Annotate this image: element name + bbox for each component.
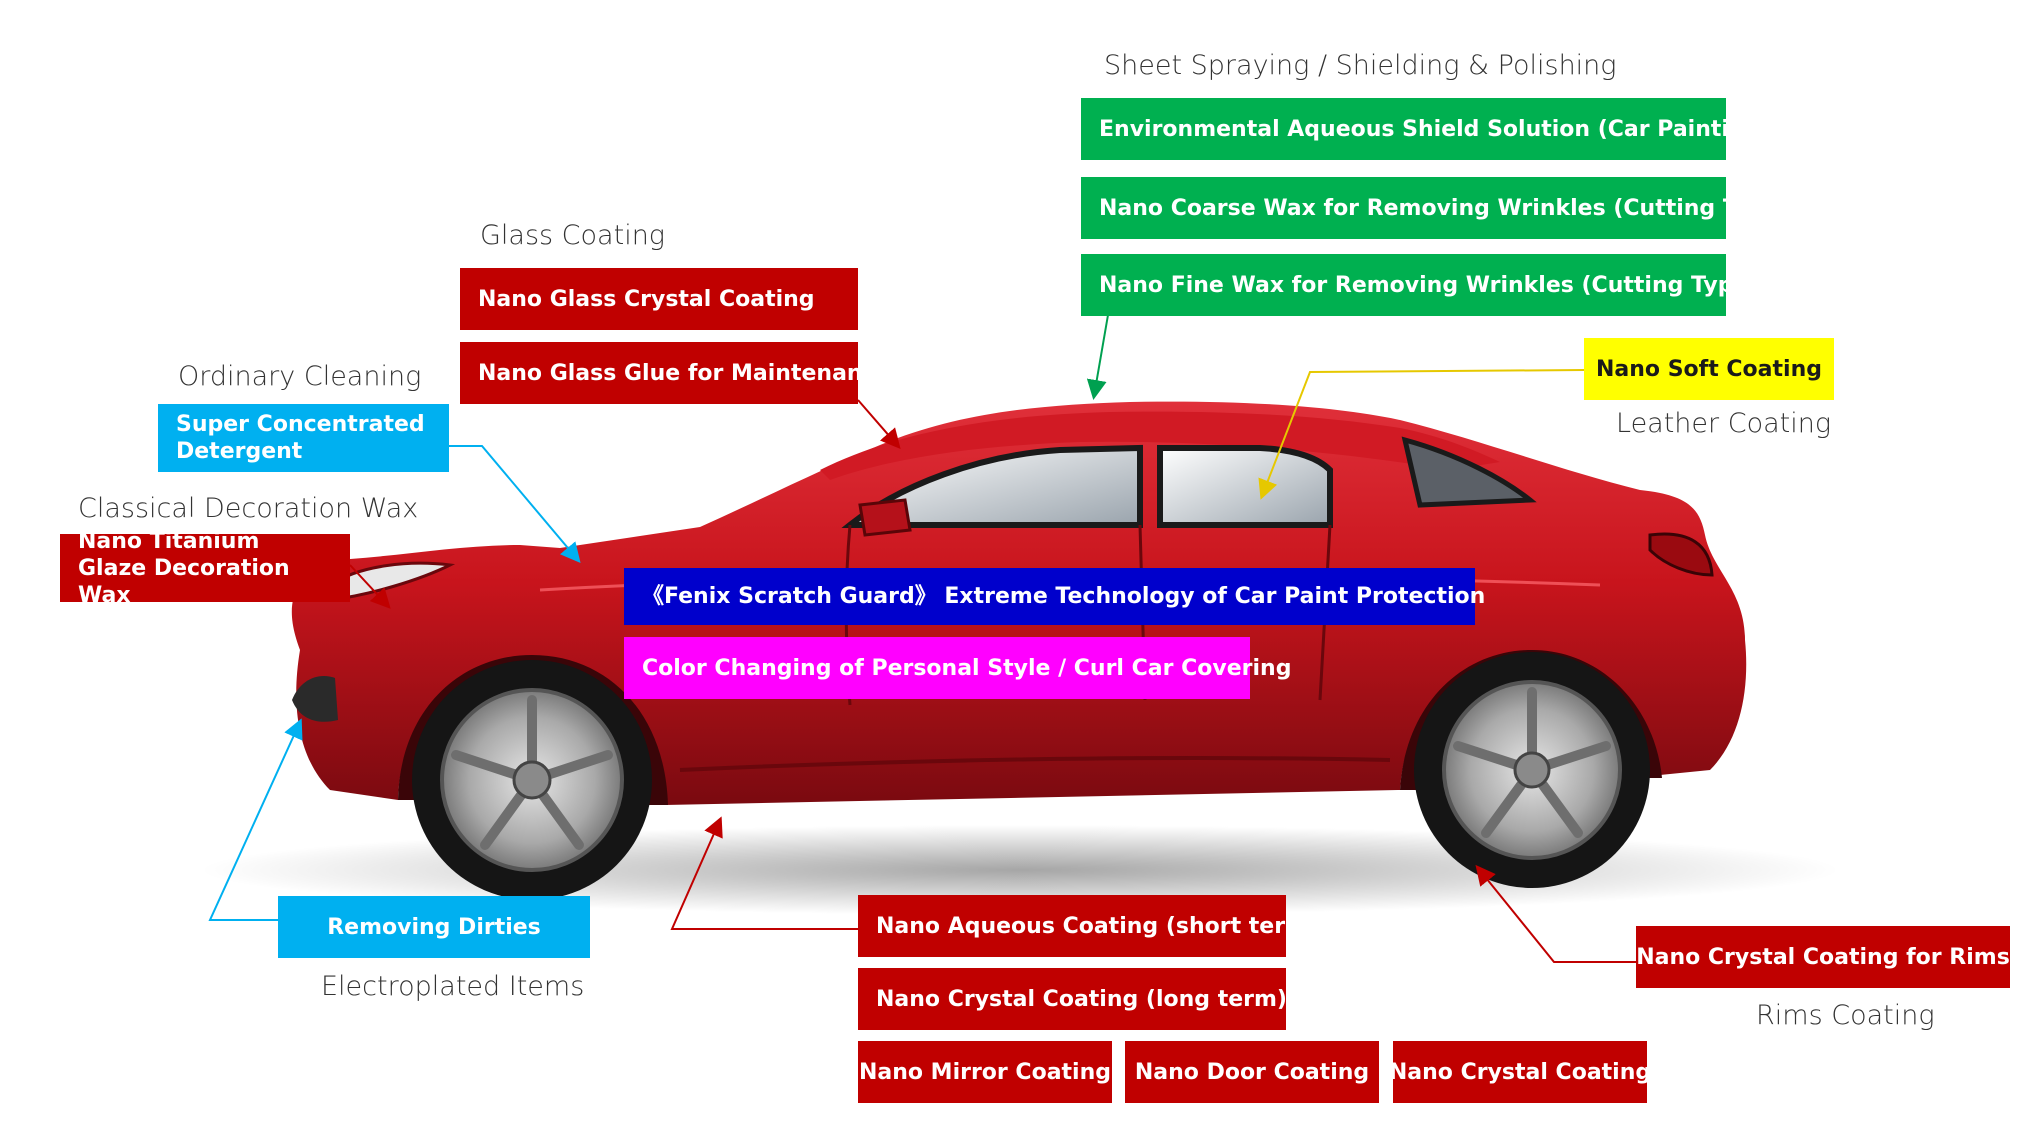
connector-titanium <box>349 564 391 609</box>
connector-green <box>1086 314 1109 400</box>
box-fine-wax: Nano Fine Wax for Removing Wrinkles (Cut… <box>1081 254 1758 316</box>
heading-leather-coating: Leather Coating <box>1616 408 1832 439</box>
box-rims: Nano Crystal Coating for Rims <box>1636 926 2010 988</box>
heading-electroplated: Electroplated Items <box>321 971 585 1002</box>
box-detergent: Super Concentrated Detergent <box>158 404 449 472</box>
heading-ordinary-cleaning: Ordinary Cleaning <box>178 361 422 392</box>
box-glass-glue: Nano Glass Glue for Maintenance <box>460 342 891 404</box>
car-taillight <box>1648 532 1714 577</box>
box-crystal-long: Nano Crystal Coating (long term) <box>858 968 1287 1030</box>
rear-wheel <box>1414 652 1650 888</box>
box-glass-crystal: Nano Glass Crystal Coating <box>460 268 858 330</box>
box-fenix: 《Fenix Scratch Guard》 Extreme Technology… <box>624 568 1485 625</box>
connector-detergent <box>448 445 581 564</box>
connector-glass <box>857 399 901 450</box>
front-wheel <box>412 660 652 900</box>
box-door: Nano Door Coating <box>1125 1041 1379 1103</box>
box-env-aqueous: Environmental Aqueous Shield Solution (C… <box>1081 98 1770 160</box>
box-removing-dirties: Removing Dirties <box>278 896 590 958</box>
car-rear-window <box>1157 445 1333 528</box>
car-headlight <box>328 561 456 602</box>
connector-rims <box>1475 864 1636 963</box>
connector-dirties <box>208 718 303 921</box>
car-roof <box>820 411 1500 480</box>
heading-classical-wax: Classical Decoration Wax <box>78 493 419 524</box>
box-soft-coating: Nano Soft Coating <box>1584 338 1834 400</box>
box-aqueous-short: Nano Aqueous Coating (short term) <box>858 895 1318 957</box>
heading-glass-coating: Glass Coating <box>480 220 666 251</box>
connector-soft <box>1258 369 1585 500</box>
car-quarter-window <box>1401 436 1537 508</box>
car-side-mirror <box>858 498 912 537</box>
box-titanium-wax: Nano Titanium Glaze Decoration Wax <box>60 529 350 608</box>
heading-sheet-spraying: Sheet Spraying / Shielding & Polishing <box>1104 50 1617 81</box>
box-color-changing: Color Changing of Personal Style / Curl … <box>624 637 1291 699</box>
box-coarse-wax: Nano Coarse Wax for Removing Wrinkles (C… <box>1081 177 1790 239</box>
box-crystal: Nano Crystal Coating <box>1389 1041 1651 1103</box>
car-grille <box>292 676 338 722</box>
car-sill <box>679 756 1391 772</box>
heading-rims-coating: Rims Coating <box>1756 1000 1935 1031</box>
box-mirror: Nano Mirror Coating <box>858 1041 1112 1103</box>
connector-aqueous <box>670 816 858 930</box>
